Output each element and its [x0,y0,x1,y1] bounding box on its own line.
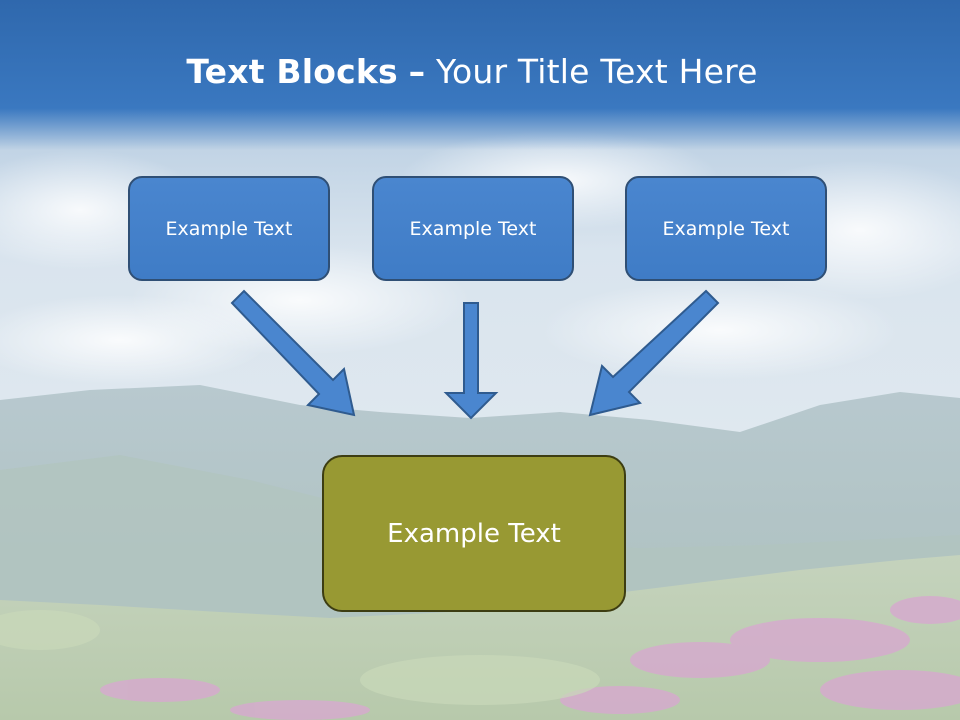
title-dash: – [408,52,426,91]
slide-title: Text Blocks – Your Title Text Here [0,52,944,91]
top-box-2: Example Text [372,176,574,281]
bottom-box: Example Text [322,455,626,612]
top-box-1: Example Text [128,176,330,281]
arrow-right-diagonal [588,289,720,417]
arrow-left-diagonal [230,289,356,417]
top-box-1-label: Example Text [165,217,293,240]
title-bold-part: Text Blocks [186,52,398,91]
title-rest: Your Title Text Here [436,52,758,91]
bottom-box-label: Example Text [387,518,561,549]
arrow-center-down [443,302,499,420]
top-box-2-label: Example Text [409,217,537,240]
top-box-3: Example Text [625,176,827,281]
title-band [0,0,960,150]
top-box-3-label: Example Text [662,217,790,240]
